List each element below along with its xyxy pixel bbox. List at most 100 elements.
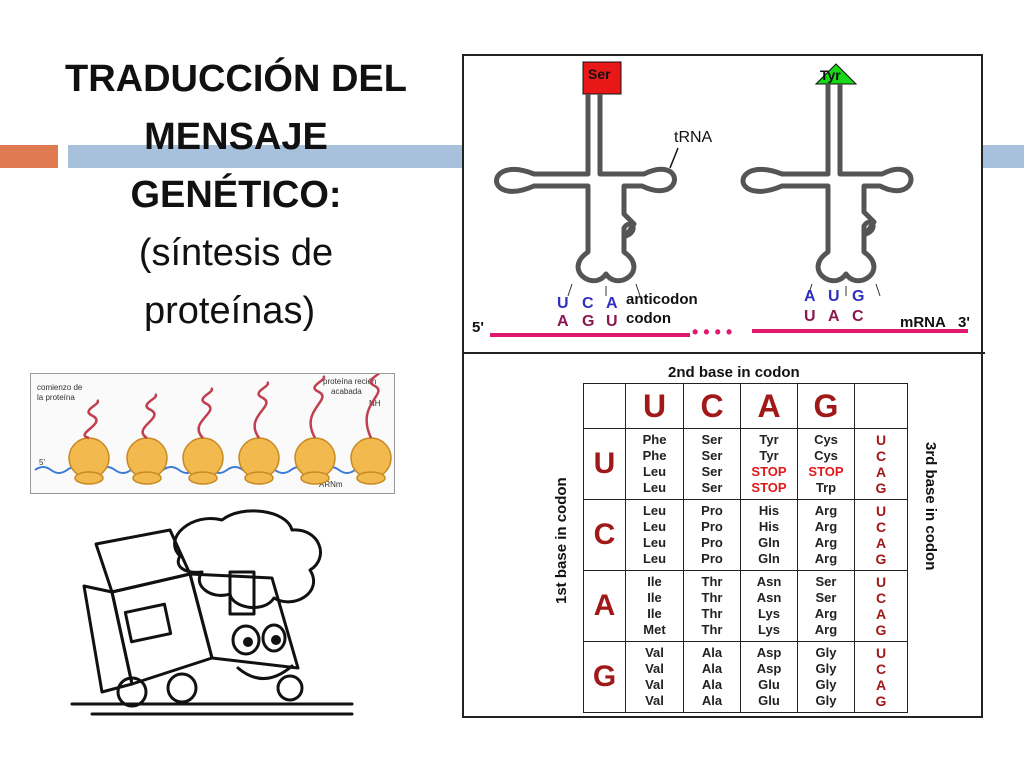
amino-acid: Asp <box>756 645 782 660</box>
third-base: C <box>875 661 887 677</box>
trna-svg: Ser U C A A G U Tyr A U G U A C tRNA ant… <box>464 61 985 604</box>
third-base: A <box>875 606 887 622</box>
second-base-header: A <box>740 383 798 429</box>
amino-acid: Thr <box>701 622 723 637</box>
second-base-label: 2nd base in codon <box>668 364 800 381</box>
mrna-gap-dots: • • • • <box>692 322 732 342</box>
polyribosome-illustration: comienzo de la proteína proteína recién … <box>30 373 395 494</box>
cab-window <box>123 602 173 644</box>
amino-acid: Arg <box>814 535 838 550</box>
accent-bar-middle <box>68 145 464 168</box>
accent-bar-left <box>0 145 58 168</box>
third-base: C <box>875 448 887 464</box>
amino-acid: Arg <box>814 503 838 518</box>
amino-acid: Ile <box>647 606 662 621</box>
ribosome-small-subunit <box>244 471 274 485</box>
smoke-cloud <box>173 509 322 610</box>
anticodon-2-base-1: A <box>804 288 816 305</box>
amino-acid: Gly <box>815 677 837 692</box>
peptide-chain <box>253 380 270 439</box>
amino-acid: Pro <box>701 551 723 566</box>
bond-1a <box>567 283 573 297</box>
mrna-label: mRNA <box>900 314 946 331</box>
trna-2-body <box>740 84 914 284</box>
first-base-header: U <box>583 428 626 500</box>
polyribosome-svg: comienzo de la proteína proteína recién … <box>34 374 392 489</box>
amino-acid: Ser <box>815 574 837 589</box>
title-line-5: proteínas) <box>144 290 316 332</box>
stop-codon: STOP <box>808 464 844 479</box>
third-base-header-cell <box>854 383 908 429</box>
amino-acid: Phe <box>642 448 667 463</box>
amino-acid: Ser <box>701 464 723 479</box>
amino-acid: Arg <box>814 622 838 637</box>
amino-acid: Gln <box>758 535 780 550</box>
label-5-prime: 5' <box>39 458 45 467</box>
second-base-header: C <box>683 383 741 429</box>
amino-acid: Thr <box>701 606 723 621</box>
third-base: A <box>875 535 887 551</box>
amino-acid: Gly <box>815 645 837 660</box>
amino-acid: Gly <box>815 661 837 676</box>
anticodon-label: anticodon <box>626 291 698 308</box>
bond-1c <box>635 283 641 297</box>
train-pupil-right <box>271 635 281 645</box>
amino-acid: Val <box>645 677 664 692</box>
trna-molecule-2: Tyr <box>740 63 914 297</box>
label-mrna-es: ARNm <box>319 480 343 489</box>
ribosome-group <box>68 374 392 485</box>
train-wheel-2 <box>166 672 198 704</box>
third-base: U <box>875 645 887 661</box>
amino-acid: Leu <box>642 551 667 566</box>
second-base-header: U <box>625 383 684 429</box>
peptide-chain <box>365 374 380 439</box>
anticodon-1-base-2: C <box>582 295 594 312</box>
third-base: A <box>875 677 887 693</box>
ribosome-small-subunit <box>356 471 386 485</box>
amino-acid: Cys <box>814 448 838 463</box>
amino-acid: Met <box>643 622 666 637</box>
train-pupil-left <box>243 637 253 647</box>
amino-acid: Cys <box>814 432 838 447</box>
codon-2-base-2: A <box>828 308 840 325</box>
amino-acid: Arg <box>814 551 838 566</box>
amino-acid: Leu <box>642 464 667 479</box>
train-eye-left <box>231 624 261 656</box>
peptide-chain <box>83 398 100 440</box>
amino-acid: Ile <box>647 590 662 605</box>
label-end-line1: proteína recién <box>323 377 376 386</box>
amino-acid: Leu <box>642 535 667 550</box>
amino-acid: Leu <box>642 519 667 534</box>
label-end-line2: acabada <box>331 387 362 396</box>
amino-acid: Lys <box>758 606 780 621</box>
codon-1-base-2: G <box>582 313 594 330</box>
amino-acid: Ala <box>701 693 723 708</box>
third-base: C <box>875 590 887 606</box>
codon-corner-cell <box>583 383 626 429</box>
amino-acid: Gly <box>815 693 837 708</box>
train-wheel-3 <box>276 674 304 702</box>
train-cab <box>110 572 214 686</box>
label-nh: NH <box>369 399 381 408</box>
amino-acid: Ser <box>701 448 723 463</box>
amino-acid: Leu <box>642 480 667 495</box>
second-base-header: G <box>797 383 855 429</box>
third-base-label: 3rd base in codon <box>922 442 939 570</box>
train-eye-right <box>261 623 287 653</box>
third-base: U <box>875 574 887 590</box>
